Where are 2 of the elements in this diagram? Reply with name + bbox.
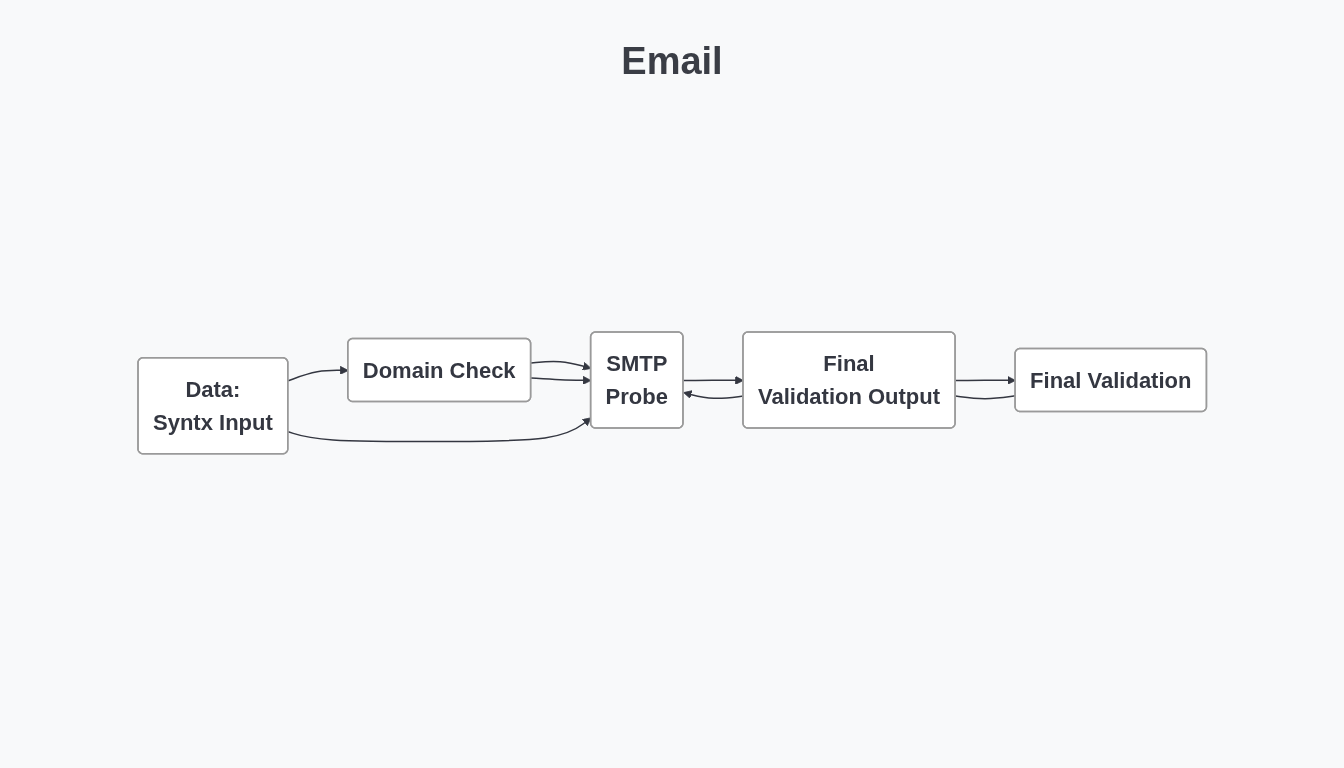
arrow	[287, 417, 592, 443]
diagram-title: Email	[621, 40, 723, 83]
